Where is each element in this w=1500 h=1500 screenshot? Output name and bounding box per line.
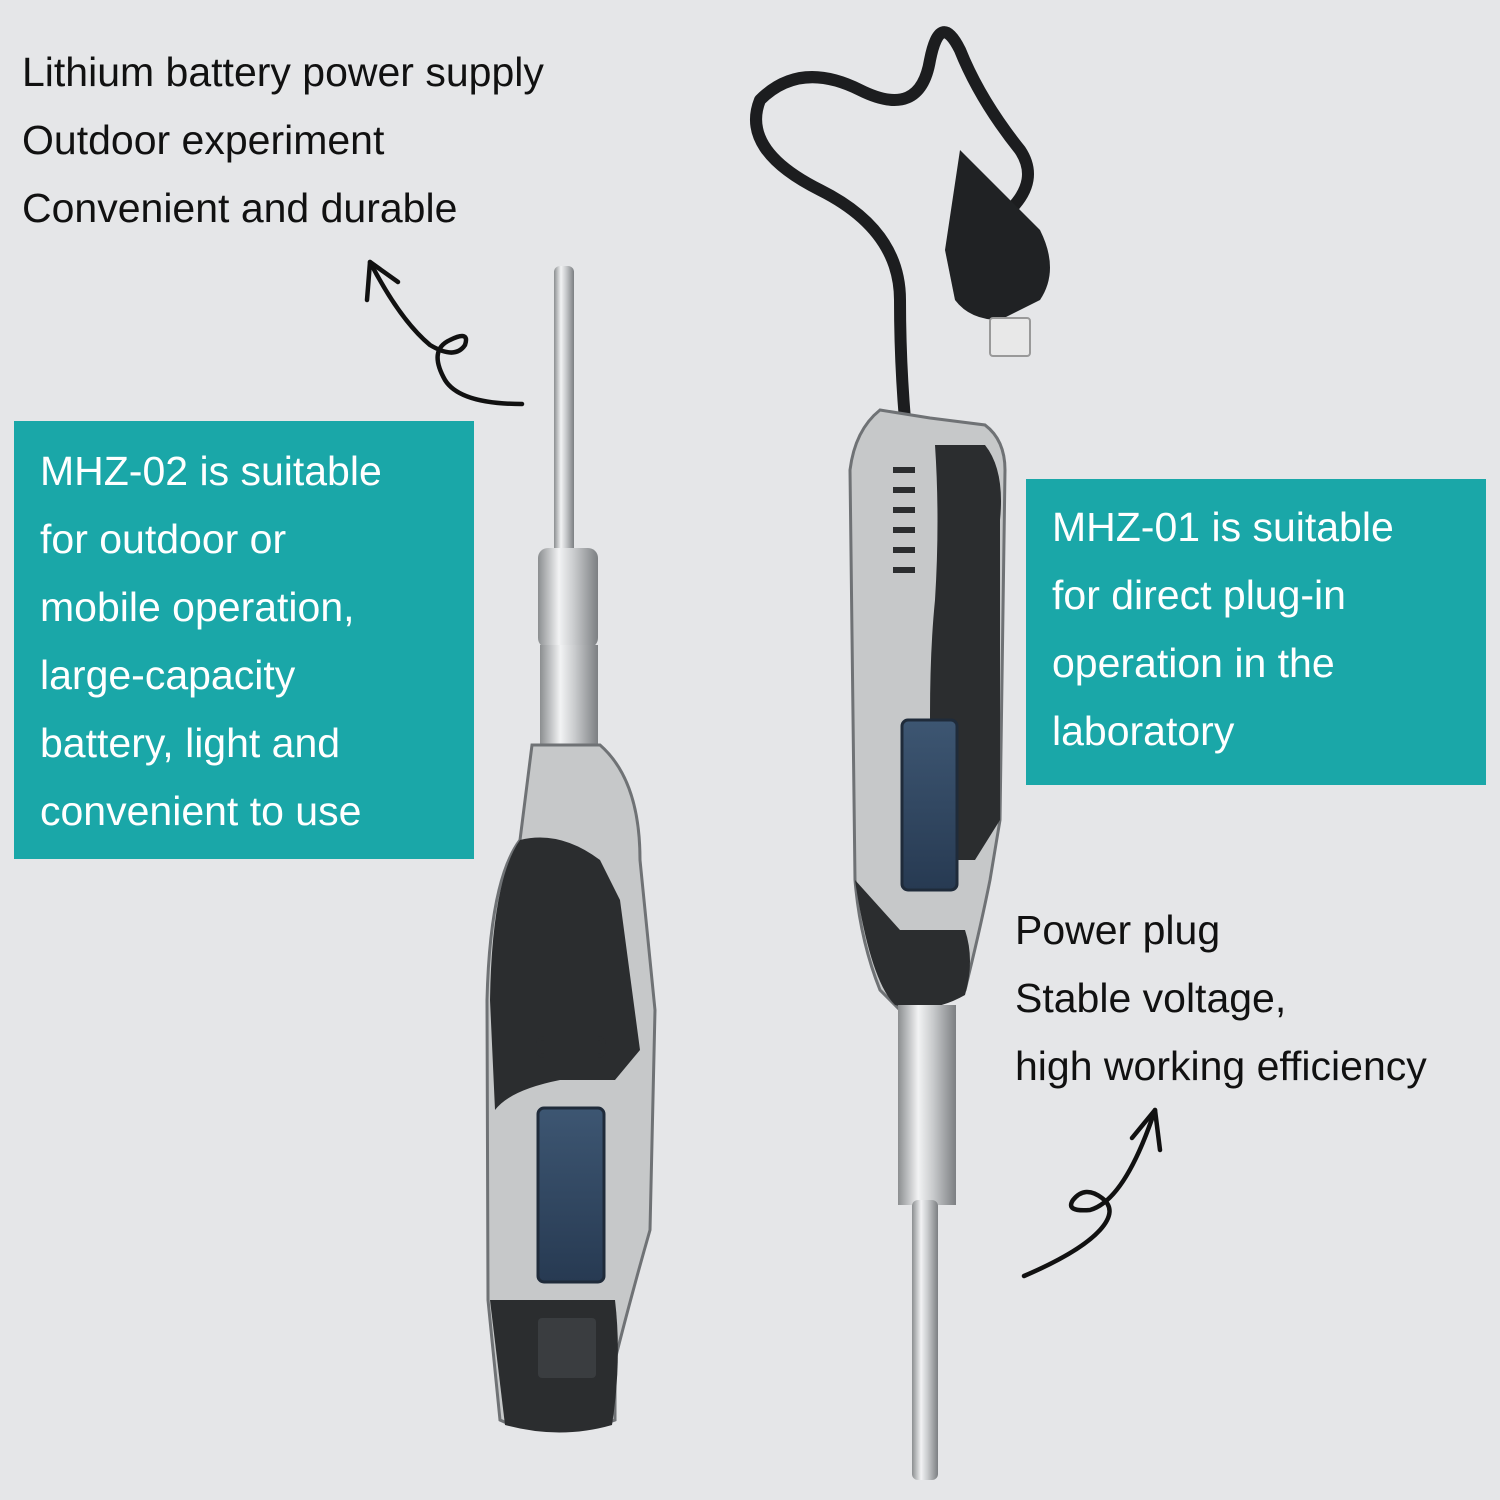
arrow-up-left: [364, 259, 525, 407]
probe-collar: [538, 548, 598, 648]
note-line: Outdoor experiment: [22, 117, 385, 163]
note-line: Power plug: [1015, 907, 1221, 953]
power-cord: [750, 26, 1034, 426]
plug-prong: [989, 317, 1031, 357]
panel-line: large-capacity: [40, 652, 296, 698]
probe-shaft: [898, 1005, 956, 1205]
mhz-01-description-panel: MHZ-01 is suitable for direct plug-in op…: [1026, 479, 1486, 785]
panel-line: mobile operation,: [40, 584, 355, 630]
note-line: Stable voltage,: [1015, 975, 1287, 1021]
vent-slots: [893, 467, 915, 573]
panel-line: operation in the: [1052, 640, 1335, 686]
display-screen: [900, 718, 959, 892]
note-line: Lithium battery power supply: [22, 49, 544, 95]
panel-line: for direct plug-in: [1052, 572, 1346, 618]
arrow-up-right: [1021, 1107, 1163, 1279]
vent-slots: [536, 1036, 606, 1058]
panel-line: convenient to use: [40, 788, 362, 834]
base-grip: [855, 880, 970, 1009]
plug-in-homogenizer-device: [750, 26, 1050, 1480]
probe-shaft: [540, 645, 598, 755]
probe-tip: [912, 1200, 938, 1480]
display-screen: [536, 1106, 606, 1284]
probe-tip: [554, 266, 574, 556]
panel-line: laboratory: [1052, 708, 1235, 754]
power-plug: [945, 150, 1050, 320]
power-plug-features-note: Power plug Stable voltage, high working …: [1015, 896, 1427, 1100]
battery-latch: [538, 1318, 596, 1378]
panel-line: for outdoor or: [40, 516, 287, 562]
battery-homogenizer-device: [485, 266, 657, 1433]
battery-features-note: Lithium battery power supply Outdoor exp…: [22, 38, 544, 242]
mhz-02-description-panel: MHZ-02 is suitable for outdoor or mobile…: [14, 421, 474, 859]
note-line: high working efficiency: [1015, 1043, 1427, 1089]
panel-line: battery, light and: [40, 720, 341, 766]
panel-line: MHZ-01 is suitable: [1052, 504, 1394, 550]
note-line: Convenient and durable: [22, 185, 458, 231]
panel-line: MHZ-02 is suitable: [40, 448, 382, 494]
